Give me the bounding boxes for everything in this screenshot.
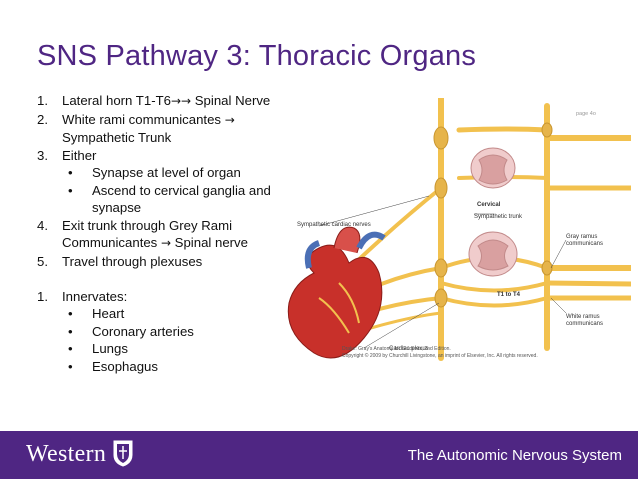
step-text: Lateral horn T1-T6 — [62, 93, 171, 108]
step-number: 2. — [37, 111, 48, 127]
innervates-item-text: Esophagus — [92, 358, 158, 374]
sympathetic-pathway-figure: Sympathetic cardiac nerves Cervical Symp… — [287, 98, 631, 361]
sub-bullet-text: Synapse at level of organ — [92, 165, 241, 180]
caption-line: Copyright © 2009 by Churchill Livingston… — [342, 353, 538, 359]
label-t1-to-t4: T1 to T4 — [497, 292, 521, 298]
caption-line: Drake: Gray's Anatomy for Students, 2nd … — [342, 346, 451, 352]
arrow-icon: →→ — [170, 94, 192, 108]
bullet-icon: • — [68, 182, 73, 198]
label-gray-ramus-communicans: communicans — [566, 241, 603, 247]
step-text: Sympathetic Trunk — [62, 130, 172, 145]
step-1: 1. Lateral horn T1-T6→→ Spinal Nerve — [37, 92, 297, 111]
step-number: 5. — [37, 253, 48, 269]
step-text: Exit trunk through Grey Rami Communicant… — [62, 217, 233, 251]
step-2: 2. White rami communicantes → Sympatheti… — [37, 111, 297, 147]
label-sympathetic-trunk: Sympathetic trunk — [474, 214, 523, 220]
innervates-item-text: Heart — [92, 306, 125, 321]
innervates-item-text: Coronary arteries — [92, 323, 194, 339]
innervates-heading: 1. Innervates: — [37, 288, 297, 306]
innervates-item-text: Lungs — [92, 341, 128, 356]
bullet-icon: • — [68, 165, 73, 180]
label-cardiac-plexus: Cardiac plexus — [389, 346, 429, 352]
step-text: Spinal Nerve — [191, 93, 271, 108]
slide-title: SNS Pathway 3: Thoracic Organs — [37, 40, 477, 72]
innervates-label: Innervates: — [62, 288, 128, 304]
step-text: Either — [62, 147, 97, 163]
innervates-item: • Esophagus — [37, 358, 297, 376]
step-5: 5. Travel through plexuses — [37, 253, 297, 271]
step-text: Travel through plexuses — [62, 253, 203, 269]
label-gray-ramus: Gray ramus — [566, 234, 597, 240]
sub-bullet: • Ascend to cervical ganglia and synapse — [37, 182, 297, 217]
arrow-icon: → — [224, 112, 235, 127]
footer-bar: Western The Autonomic Nervous System — [0, 431, 638, 479]
western-logo: Western — [26, 441, 107, 467]
label-sympathetic-cardiac-nerves: Sympathetic cardiac nerves — [297, 222, 371, 228]
arrow-icon: → — [160, 236, 172, 250]
label-white-ramus: White ramus — [566, 314, 600, 320]
step-text: Spinal nerve — [171, 235, 248, 250]
step-number: 3. — [37, 147, 48, 163]
label-white-ramus-communicans: communicans — [566, 321, 603, 327]
crest-icon — [113, 440, 133, 467]
innervates-item: • Lungs — [37, 340, 297, 358]
step-3: 3. Either — [37, 147, 297, 165]
sub-bullet-text: Ascend to cervical ganglia and synapse — [92, 182, 271, 216]
innervates-item: • Heart — [37, 305, 297, 323]
label-cervical: Cervical — [477, 202, 501, 208]
figure-caption: Drake: Gray's Anatomy for Students, 2nd … — [342, 346, 538, 360]
bullet-icon: • — [68, 358, 73, 374]
innervates-item: • Coronary arteries — [37, 323, 297, 341]
bullet-icon: • — [68, 341, 73, 356]
step-number: 1. — [37, 288, 48, 304]
step-text: White rami communicantes — [62, 111, 225, 127]
step-number: 1. — [37, 93, 48, 108]
bullet-icon: • — [68, 323, 73, 339]
sub-bullet: • Synapse at level of organ — [37, 164, 297, 182]
bullet-icon: • — [68, 306, 73, 321]
footer-title: The Autonomic Nervous System — [407, 447, 622, 464]
slide-body: 1. Lateral horn T1-T6→→ Spinal Nerve 2. … — [37, 92, 297, 375]
step-4: 4. Exit trunk through Grey Rami Communic… — [37, 217, 297, 253]
figure-page-label: page 4o — [576, 111, 596, 117]
step-number: 4. — [37, 217, 48, 233]
